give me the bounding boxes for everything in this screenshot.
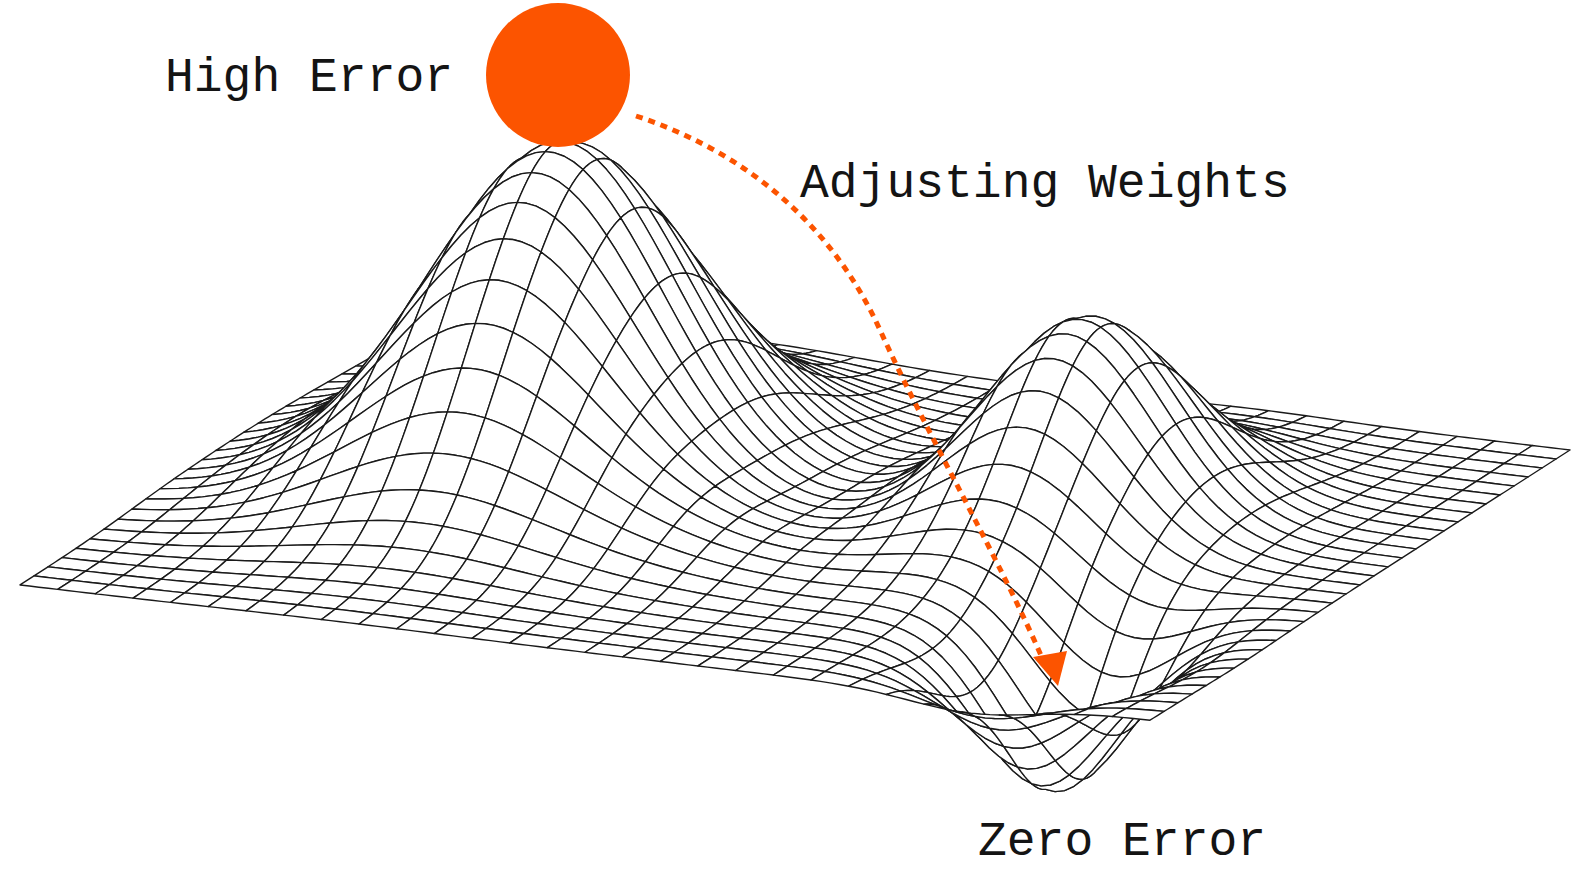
mesh-cell [1112, 708, 1164, 720]
mesh-cell [886, 691, 938, 706]
error-ball [486, 3, 630, 147]
mesh-cell [924, 704, 976, 716]
process-label: Adjusting Weights [800, 160, 1290, 208]
mesh-cell [1252, 620, 1304, 631]
error-label: Zero Error [978, 818, 1266, 866]
error-label: High Error [165, 54, 453, 102]
wire-mesh [20, 140, 1570, 791]
arrow-head [1033, 651, 1067, 686]
